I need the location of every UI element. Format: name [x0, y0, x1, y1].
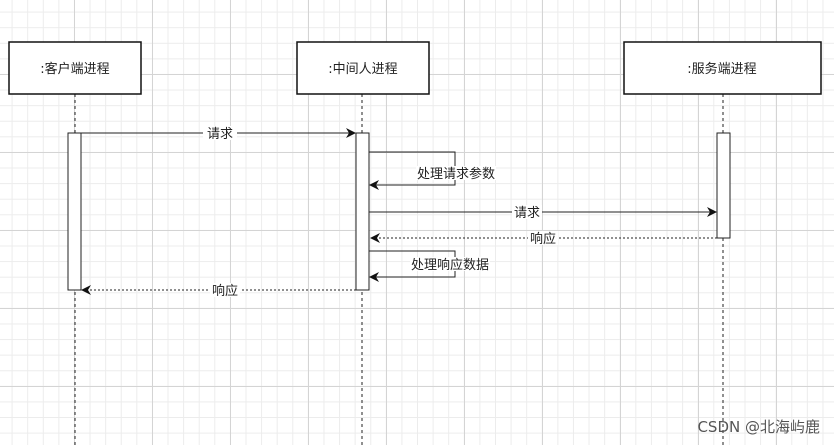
participant-server[interactable]: :服务端进程 — [623, 41, 822, 95]
message-server-response-label: 响应 — [530, 231, 556, 247]
activation-client — [67, 132, 82, 291]
message-client-request-label: 请求 — [207, 127, 233, 142]
activation-server — [716, 132, 731, 239]
participant-middleman-label: :中间人进程 — [328, 62, 397, 77]
watermark: CSDN @北海屿鹿 — [697, 418, 820, 436]
participant-server-label: :服务端进程 — [687, 61, 756, 77]
message-client-response-label: 响应 — [212, 283, 238, 299]
message-process-request-params-label: 处理请求参数 — [417, 166, 495, 182]
participant-client[interactable]: :客户端进程 — [8, 41, 142, 95]
activation-middleman — [355, 132, 370, 291]
participant-middleman[interactable]: :中间人进程 — [296, 41, 430, 95]
message-server-request-label: 请求 — [514, 206, 540, 221]
participant-client-label: :客户端进程 — [40, 61, 109, 77]
message-process-response-data-label: 处理响应数据 — [411, 257, 489, 273]
